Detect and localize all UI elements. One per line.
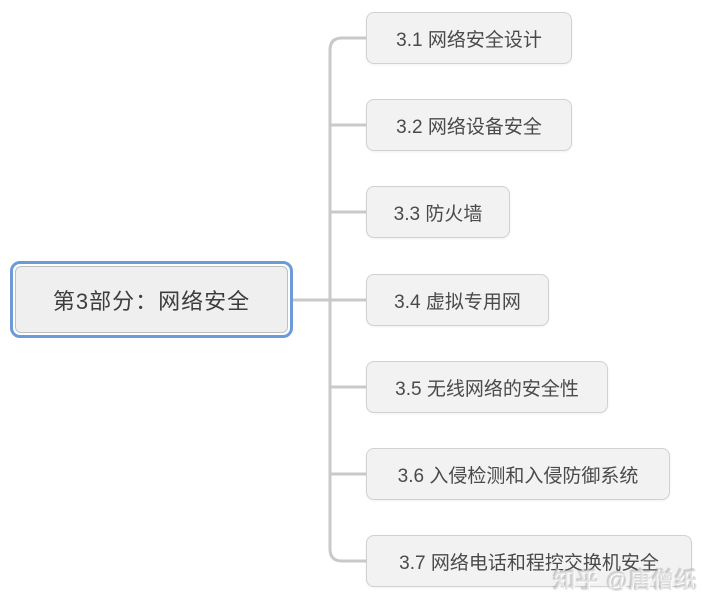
mindmap-node-3-1[interactable]: 3.1 网络安全设计	[366, 12, 572, 64]
node-label: 3.2 网络设备安全	[396, 116, 542, 138]
node-label: 3.3 防火墙	[393, 203, 483, 225]
node-label: 3.7 网络电话和程控交换机安全	[399, 552, 659, 574]
mindmap-node-3-2[interactable]: 3.2 网络设备安全	[366, 99, 572, 151]
mindmap-node-3-3[interactable]: 3.3 防火墙	[366, 186, 510, 238]
connector-spine	[328, 36, 368, 563]
root-node-label: 第3部分：网络安全	[52, 288, 251, 314]
node-label: 3.1 网络安全设计	[396, 29, 542, 51]
node-label: 3.6 入侵检测和入侵防御系统	[397, 465, 639, 487]
node-label: 3.4 虚拟专用网	[394, 291, 521, 313]
mindmap-node-3-6[interactable]: 3.6 入侵检测和入侵防御系统	[366, 448, 670, 500]
mindmap-root-node[interactable]: 第3部分：网络安全	[10, 261, 293, 338]
mindmap-root-node-body: 第3部分：网络安全	[15, 266, 288, 333]
mindmap-node-3-5[interactable]: 3.5 无线网络的安全性	[366, 361, 608, 413]
mindmap-node-3-7[interactable]: 3.7 网络电话和程控交换机安全	[366, 535, 692, 587]
zhihu-watermark: 知乎 @唐僧纸	[553, 568, 698, 593]
mindmap-node-3-4[interactable]: 3.4 虚拟专用网	[366, 274, 549, 326]
node-label: 3.5 无线网络的安全性	[395, 378, 579, 400]
